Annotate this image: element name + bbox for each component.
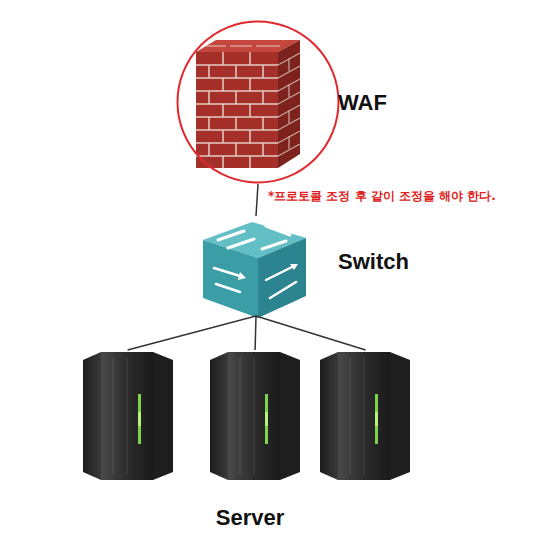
- connector-line: [256, 184, 258, 216]
- connector-line: [254, 316, 256, 350]
- switch-node: Switch: [200, 216, 312, 316]
- circle-outline: [176, 20, 340, 184]
- server-towers: [83, 352, 410, 480]
- waf-node: WAF: [176, 20, 340, 184]
- node-label: Switch: [338, 249, 409, 275]
- server-group: Server: [80, 350, 420, 540]
- circle-border: [178, 22, 339, 183]
- note-text: *프로토콜 조정 후 같이 조정을 해야 한다.: [268, 188, 496, 204]
- node-label: WAF: [338, 90, 387, 116]
- switch-icon: [203, 222, 306, 318]
- brick-wall: [196, 40, 300, 168]
- connector-line: [256, 316, 366, 350]
- connector-line: [128, 316, 256, 350]
- node-label: Server: [80, 505, 420, 531]
